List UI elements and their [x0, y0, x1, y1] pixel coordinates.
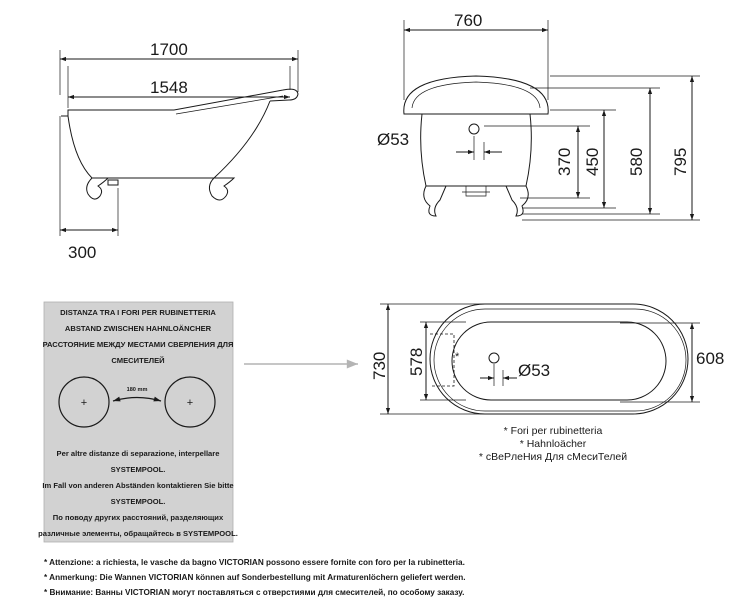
- dim-end-hole-diameter: Ø53: [377, 130, 409, 149]
- legend-line-1: * Fori per rubinetteria: [504, 425, 603, 437]
- dim-top-hole-diameter: Ø53: [518, 361, 550, 380]
- panel-note-de-2: SYSTEMPOOL.: [111, 497, 166, 506]
- panel-note-ru-2: различные элементы, обращайтесь в SYSTEM…: [38, 529, 238, 538]
- tub-rim-dome: [403, 75, 549, 115]
- dim-outer-width: 730: [370, 352, 389, 380]
- panel-title-ru-2: СМЕСИТЕЛЕЙ: [111, 356, 164, 365]
- hole-center-right: +: [187, 397, 193, 409]
- end-foot-right: [505, 185, 529, 217]
- tub-rim-outline: [61, 88, 299, 117]
- dim-drain-offset: 300: [68, 243, 96, 262]
- legend-line-3: * сВеРлеНия Для сМесиТелей: [479, 451, 627, 463]
- top-faucet-hole: [488, 352, 500, 364]
- hole-center-left: +: [81, 397, 87, 409]
- footnote-it: * Attenzione: a richiesta, le vasche da …: [44, 558, 465, 567]
- dim-overall-length: 1700: [150, 40, 188, 59]
- top-view: [380, 303, 700, 415]
- tub-outer-rim: [429, 303, 689, 415]
- panel-note-it-2: SYSTEMPOOL.: [111, 465, 166, 474]
- dim-height-450: 450: [583, 148, 602, 176]
- faucet-zone: [430, 333, 455, 387]
- dim-foot-width: 608: [696, 349, 724, 368]
- legend-line-2: * Hahnloächer: [520, 438, 587, 450]
- panel-title-ru-1: РАССТОЯНИЕ МЕЖДУ МЕСТАМИ СВЕРЛЕНИЯ ДЛЯ: [43, 340, 234, 349]
- distance-arrow: [112, 396, 162, 402]
- faucet-hole: [468, 123, 480, 135]
- end-foot-left: [423, 185, 447, 217]
- foot-left: [86, 177, 110, 200]
- panel-note-ru-1: По поводу других расстояний, разделяющих: [53, 513, 224, 522]
- hole-circle-right: [164, 376, 216, 428]
- dim-height-370: 370: [555, 148, 574, 176]
- hole-distance-label: 180 mm: [127, 387, 148, 393]
- footnote-de: * Anmerkung: Die Wannen VICTORIAN können…: [44, 573, 466, 582]
- side-view: [59, 50, 299, 236]
- dim-inner-length: 1548: [150, 78, 188, 97]
- top-star-mark: *: [455, 351, 460, 363]
- panel-note-de-1: Im Fall von anderen Abständen kontaktier…: [42, 481, 233, 490]
- footnote-ru: * Внимание: Ванны VICTORIAN могут постав…: [44, 587, 464, 597]
- panel-note-it-1: Per altre distanze di separazione, inter…: [57, 449, 220, 458]
- dim-height-795: 795: [671, 148, 690, 176]
- dim-height-580: 580: [627, 148, 646, 176]
- foot-right: [208, 177, 236, 201]
- tub-body-outline: [67, 100, 271, 179]
- dim-inner-width: 578: [407, 348, 426, 376]
- panel-title-it: DISTANZA TRA I FORI PER RUBINETTERIA: [60, 308, 216, 317]
- panel-title-de: ABSTAND ZWISCHEN HAHNLOÄNCHER: [65, 324, 212, 333]
- tub-inner-basin: [451, 321, 667, 401]
- dim-end-width: 760: [454, 11, 482, 30]
- end-view: [403, 20, 700, 221]
- tub-end-body: [420, 113, 532, 187]
- hole-circle-left: [58, 376, 110, 428]
- hole-distance-panel: DISTANZA TRA I FORI PER RUBINETTERIA ABS…: [38, 301, 238, 543]
